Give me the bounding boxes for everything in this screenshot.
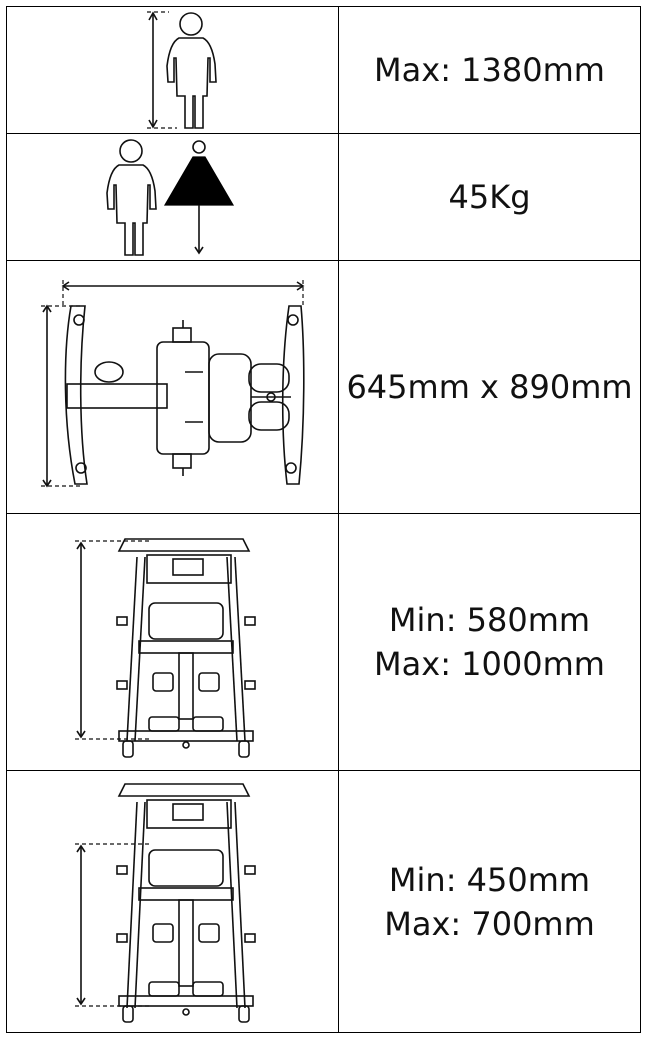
footprint-illustration-cell (6, 260, 339, 514)
table-row: 45Kg (6, 133, 641, 261)
knee-height-value-cell: Min: 450mm Max: 700mm (338, 770, 641, 1033)
person-weight-icon (105, 139, 234, 256)
user-height-value-cell: Max: 1380mm (338, 6, 641, 134)
spec-value-line: 645mm x 890mm (346, 368, 633, 406)
spec-table: Max: 1380mm 45Kg (6, 6, 641, 1033)
weight-icon (163, 156, 234, 206)
table-row: 645mm x 890mm (6, 260, 641, 514)
user-weight-illustration-cell (6, 133, 339, 261)
spec-value-line: Min: 450mm (388, 860, 591, 899)
spec-value-line: Max: 1000mm (374, 645, 605, 683)
table-row: Min: 450mm Max: 700mm (6, 770, 641, 1033)
person-height-icon (146, 11, 217, 129)
spec-value-line: 45Kg (448, 178, 531, 216)
max-weight-value-cell: 45Kg (338, 133, 641, 261)
user-height-illustration-cell (6, 6, 339, 134)
footprint-value-cell: 645mm x 890mm (338, 260, 641, 514)
spec-value-line: Min: 580mm (388, 601, 591, 639)
knee-height-illustration-cell (6, 770, 339, 1033)
stander-top-view-icon (40, 280, 305, 488)
spec-value-line: Max: 700mm (384, 904, 595, 943)
spec-value-line: Max: 1380mm (374, 51, 605, 89)
stander-front-height-icon (74, 538, 256, 758)
table-row: Max: 1380mm (6, 6, 641, 134)
table-row: Min: 580mm Max: 1000mm (6, 513, 641, 771)
seat-height-illustration-cell (6, 513, 339, 771)
stander-front-height-icon (74, 782, 256, 1023)
seat-height-value-cell: Min: 580mm Max: 1000mm (338, 513, 641, 771)
